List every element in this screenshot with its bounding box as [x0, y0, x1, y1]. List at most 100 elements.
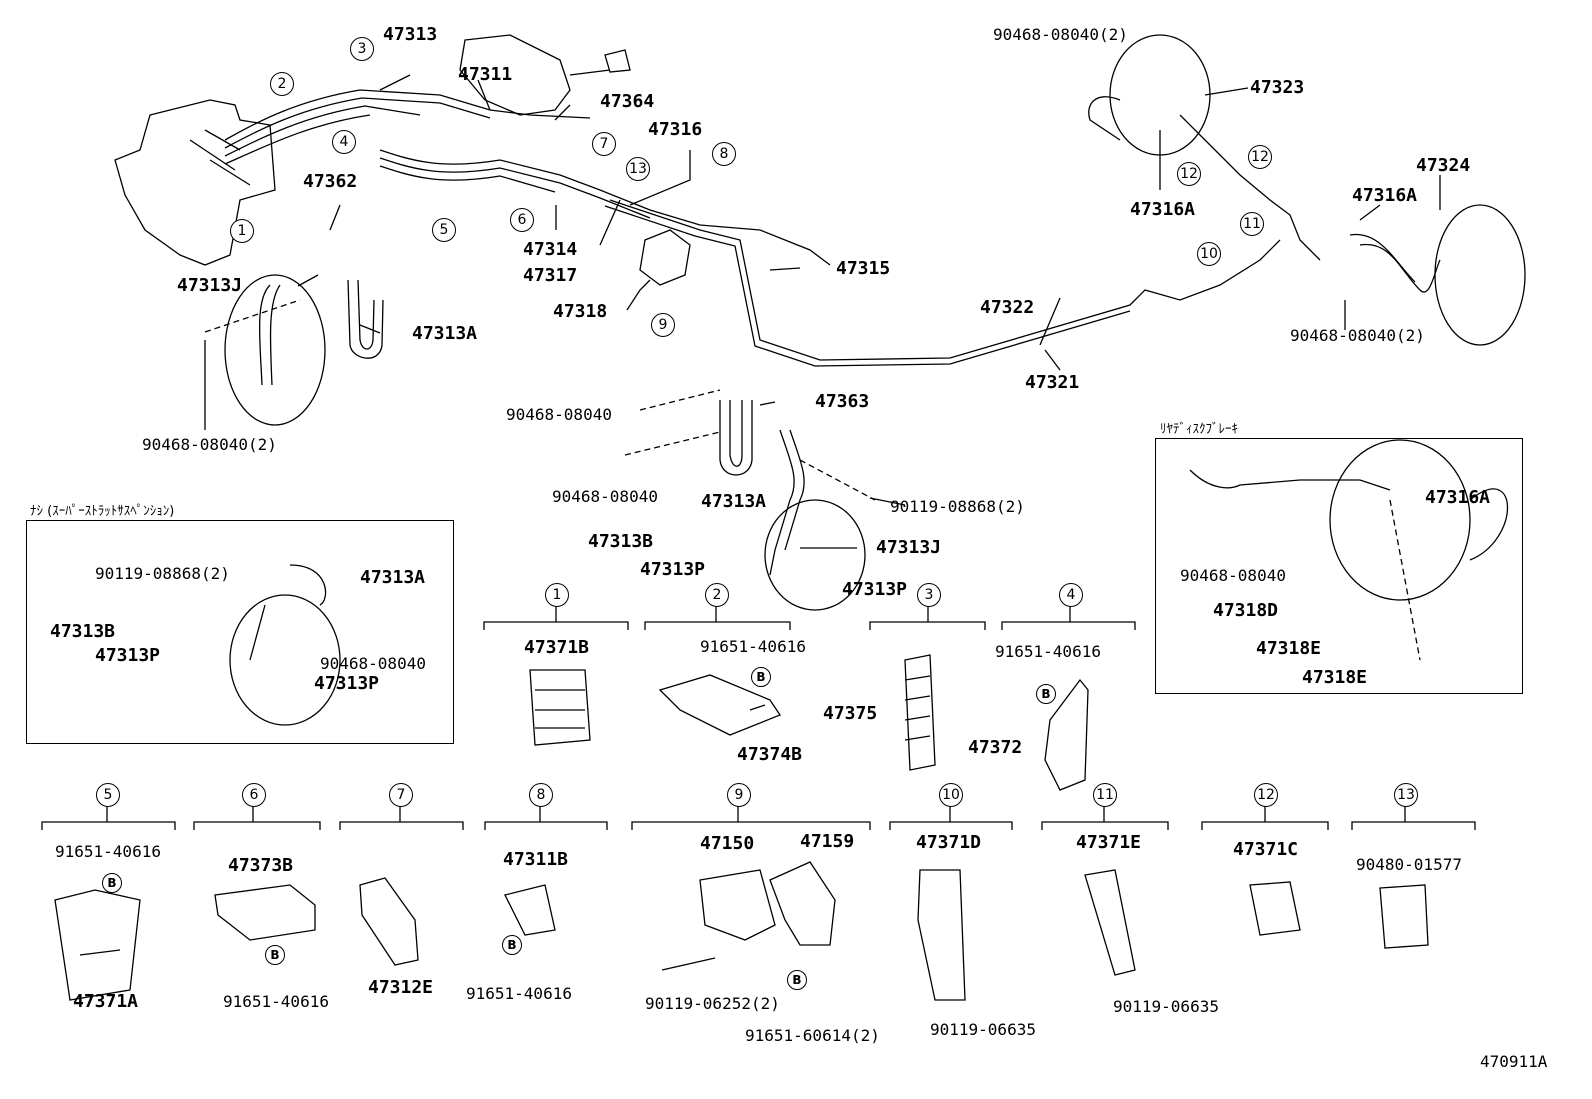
- g11-label-47371E: 47371E: [1076, 832, 1142, 853]
- inset-right-title: ﾘﾔﾃﾞｨｽｸﾌﾞﾚｰｷ: [1160, 422, 1238, 437]
- group-callout-3: 3: [917, 583, 941, 607]
- inset-label-47313B: 47313B: [50, 621, 116, 642]
- label-90468-08040-mid2: 90468-08040: [552, 487, 658, 506]
- g2-label-91651-40616: 91651-40616: [700, 637, 806, 656]
- g4-label-91651-40616: 91651-40616: [995, 642, 1101, 661]
- g6-label-91651-40616: 91651-40616: [223, 992, 329, 1011]
- group-callout-4: 4: [1059, 583, 1083, 607]
- callout-3: 3: [350, 37, 374, 61]
- inset-label-47313A: 47313A: [360, 567, 426, 588]
- label-47316: 47316: [648, 119, 703, 140]
- group-callout-6: 6: [242, 783, 266, 807]
- callout-13: 13: [626, 157, 650, 181]
- g3-label-47375: 47375: [823, 703, 878, 724]
- label-47313J-mid: 47313J: [876, 537, 942, 558]
- label-47321: 47321: [1025, 372, 1080, 393]
- label-90119-08868-mid: 90119-08868(2): [890, 497, 1025, 516]
- inset-right-label-47316A: 47316A: [1425, 487, 1491, 508]
- label-90468-08040-2-right: 90468-08040(2): [1290, 326, 1425, 345]
- callout-12-a: 12: [1177, 162, 1201, 186]
- inset-label-47313P-2: 47313P: [314, 673, 380, 694]
- g5-b-mark: B: [102, 873, 122, 893]
- label-47362: 47362: [303, 171, 358, 192]
- g9-label-47159: 47159: [800, 831, 855, 852]
- inset-left-box: [26, 520, 454, 744]
- g6-b-mark: B: [265, 945, 285, 965]
- inset-right-label-90468-08040: 90468-08040: [1180, 566, 1286, 585]
- group-callout-1: 1: [545, 583, 569, 607]
- label-47311: 47311: [458, 64, 513, 85]
- label-47316A-right: 47316A: [1352, 185, 1418, 206]
- figure-id: 470911A: [1480, 1052, 1548, 1071]
- inset-label-90468-08040: 90468-08040: [320, 654, 426, 673]
- g1-label-47371B: 47371B: [524, 637, 590, 658]
- g10-label-47371D: 47371D: [916, 832, 982, 853]
- group-callout-8: 8: [529, 783, 553, 807]
- label-47318: 47318: [553, 301, 608, 322]
- inset-label-47313P-1: 47313P: [95, 645, 161, 666]
- callout-9: 9: [651, 313, 675, 337]
- group-callout-10: 10: [939, 783, 963, 807]
- callout-11: 11: [1240, 212, 1264, 236]
- label-47316A-left: 47316A: [1130, 199, 1196, 220]
- label-47315: 47315: [836, 258, 891, 279]
- inset-left-title: ﾅｼ (ｽｰﾊﾟｰｽﾄﾗｯﾄｻｽﾍﾟﾝｼｮﾝ): [30, 504, 175, 519]
- g8-b-mark: B: [502, 935, 522, 955]
- callout-6: 6: [510, 208, 534, 232]
- inset-right-label-47318E-2: 47318E: [1302, 667, 1368, 688]
- g8-label-47311B: 47311B: [503, 849, 569, 870]
- g11-label-90119-06635: 90119-06635: [1113, 997, 1219, 1016]
- group-callout-9: 9: [727, 783, 751, 807]
- callout-10: 10: [1197, 242, 1221, 266]
- group-callout-5: 5: [96, 783, 120, 807]
- group-callout-11: 11: [1093, 783, 1117, 807]
- label-47363: 47363: [815, 391, 870, 412]
- callout-2: 2: [270, 72, 294, 96]
- g9-label-47150: 47150: [700, 833, 755, 854]
- g10-label-90119-06635: 90119-06635: [930, 1020, 1036, 1039]
- g7-label-47312E: 47312E: [368, 977, 434, 998]
- inset-label-90119-08868: 90119-08868(2): [95, 564, 230, 583]
- g9-label-90119-06252: 90119-06252(2): [645, 994, 780, 1013]
- g2-label-47374B: 47374B: [737, 744, 803, 765]
- callout-7: 7: [592, 132, 616, 156]
- g13-label-90480-01577: 90480-01577: [1356, 855, 1462, 874]
- inset-right-label-47318D: 47318D: [1213, 600, 1279, 621]
- group-callout-2: 2: [705, 583, 729, 607]
- g5-label-91651-40616: 91651-40616: [55, 842, 161, 861]
- g8-label-91651-40616: 91651-40616: [466, 984, 572, 1003]
- g9-b-mark: B: [787, 970, 807, 990]
- g9-label-91651-60614: 91651-60614(2): [745, 1026, 880, 1045]
- label-47313P-mid1: 47313P: [640, 559, 706, 580]
- inset-right-label-47318E-1: 47318E: [1256, 638, 1322, 659]
- inset-right-box: [1155, 438, 1523, 694]
- label-47323: 47323: [1250, 77, 1305, 98]
- callout-1: 1: [230, 219, 254, 243]
- label-47314: 47314: [523, 239, 578, 260]
- g12-label-47371C: 47371C: [1233, 839, 1299, 860]
- label-47313J-top: 47313J: [177, 275, 243, 296]
- label-90468-08040-2-left: 90468-08040(2): [142, 435, 277, 454]
- callout-12-b: 12: [1248, 145, 1272, 169]
- label-47324: 47324: [1416, 155, 1471, 176]
- label-47313P-mid2: 47313P: [842, 579, 908, 600]
- label-47313A-mid: 47313A: [701, 491, 767, 512]
- g2-b-mark: B: [751, 667, 771, 687]
- group-callout-12: 12: [1254, 783, 1278, 807]
- label-47364: 47364: [600, 91, 655, 112]
- label-47322: 47322: [980, 297, 1035, 318]
- group-callout-13: 13: [1394, 783, 1418, 807]
- g4-b-mark: B: [1036, 684, 1056, 704]
- label-47313B-mid: 47313B: [588, 531, 654, 552]
- g5-label-47371A: 47371A: [73, 991, 139, 1012]
- callout-8: 8: [712, 142, 736, 166]
- label-90468-08040-2-top: 90468-08040(2): [993, 25, 1128, 44]
- g4-label-47372: 47372: [968, 737, 1023, 758]
- group-callout-7: 7: [389, 783, 413, 807]
- g6-label-47373B: 47373B: [228, 855, 294, 876]
- label-47313A-top: 47313A: [412, 323, 478, 344]
- label-47313: 47313: [383, 24, 438, 45]
- label-47317: 47317: [523, 265, 578, 286]
